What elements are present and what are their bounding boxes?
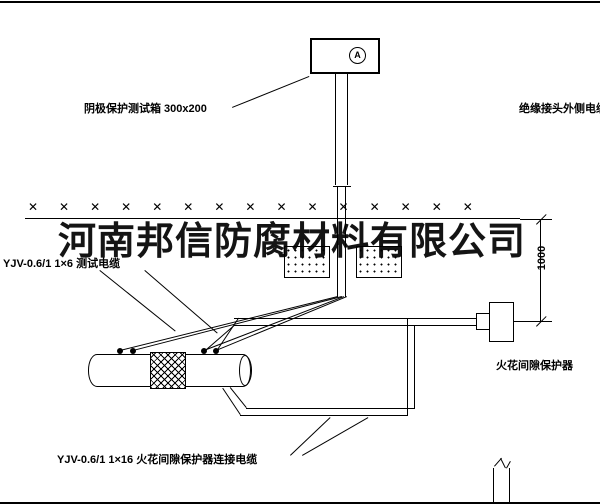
frame-top-line — [0, 1, 600, 3]
cable-connection-dot — [213, 348, 219, 354]
concrete-block-right — [356, 246, 402, 278]
test-box — [310, 38, 380, 74]
dimension-1000: 1000 — [536, 245, 548, 271]
protector-cable-line — [234, 325, 476, 326]
spark-gap-protector-stem — [476, 313, 490, 330]
pipeline-end-cap — [239, 355, 251, 386]
leader-line — [144, 270, 218, 334]
dimension-extension-line — [514, 321, 552, 322]
protector-cable-line — [246, 408, 415, 409]
cable-connection-dot — [117, 348, 123, 354]
pole-line — [335, 74, 336, 185]
pole-joint-line — [333, 186, 351, 187]
leader-line — [302, 417, 369, 456]
leader-line — [232, 76, 310, 108]
concrete-block-left — [284, 246, 330, 278]
terminal-a-icon: A — [349, 47, 366, 64]
dimension-extension-line — [520, 219, 552, 220]
protector-cable-line — [414, 325, 415, 408]
leader-line — [99, 270, 176, 332]
spark-gap-protector — [489, 302, 514, 342]
grade-marks: ✕✕✕✕✕✕✕✕✕✕✕✕✕✕✕ — [28, 200, 494, 214]
pipe-break-symbol-line — [493, 468, 494, 503]
frame-bottom-line — [0, 502, 600, 504]
pipe-break-symbol-line — [509, 468, 510, 503]
protector-cable-line — [222, 387, 241, 415]
joint-cable-label: 绝缘接头外侧电缆 — [519, 103, 600, 115]
pipe-wrap-hatch — [150, 352, 186, 389]
cable-connection-dot — [201, 348, 207, 354]
protector-cable-line — [407, 318, 408, 415]
protector-cable-line — [240, 415, 408, 416]
test-box-label: 阴极保护测试箱 300x200 — [84, 103, 207, 115]
cable-connection-dot — [130, 348, 136, 354]
ground-line — [25, 218, 520, 219]
pole-line — [347, 74, 348, 185]
connect-cable-label: YJV-0.6/1 1×16 火花间隙保护器连接电缆 — [57, 454, 258, 466]
protector-cable-line — [234, 318, 476, 319]
test-cable-label: YJV-0.6/1 1×6 测试电缆 — [3, 258, 121, 270]
spark-gap-protector-label: 火花间隙保护器 — [496, 360, 573, 372]
